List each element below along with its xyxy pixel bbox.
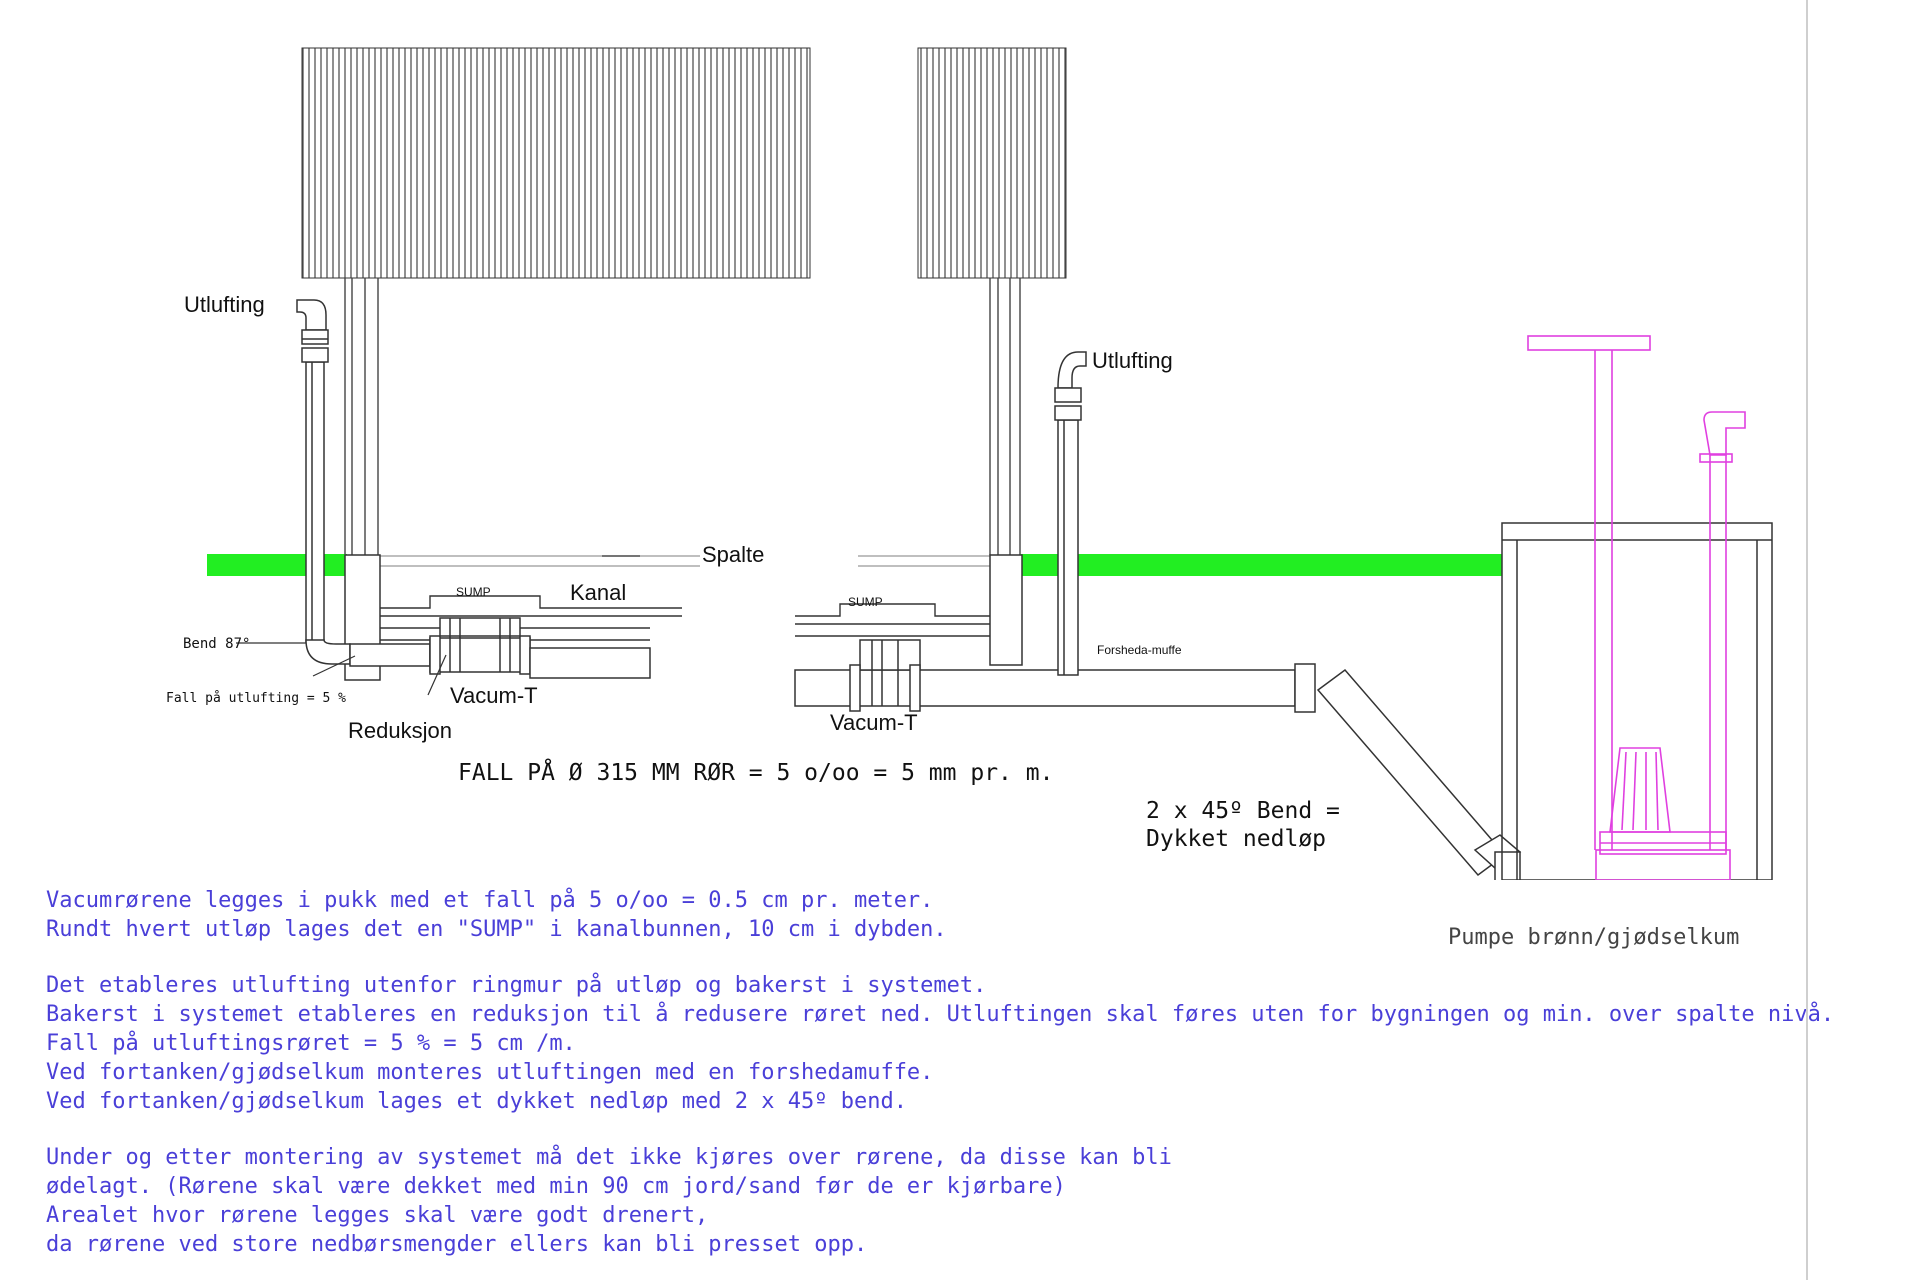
note-line: Vacumrørene legges i pukk med et fall på… <box>46 888 934 913</box>
label-bend87: Bend 87° <box>183 636 250 652</box>
slat-floor-left <box>378 555 700 567</box>
label-sump-right: SUMP <box>848 595 883 609</box>
hatched-wall-right <box>917 47 1067 279</box>
ground-level-right <box>1020 554 1502 576</box>
label-vacum-t-left: Vacum-T <box>450 683 538 708</box>
note-line: Rundt hvert utløp lages det en "SUMP" i … <box>46 917 947 942</box>
note-line: Arealet hvor rørene legges skal være god… <box>46 1203 709 1228</box>
label-bend-line2: Dykket nedløp <box>1146 826 1326 852</box>
diagram-drawing: Utlufting Utlufting Spalte Kanal SUMP SU… <box>166 47 1773 880</box>
label-vacum-t-right: Vacum-T <box>830 710 918 735</box>
ringwall-right <box>989 554 1023 666</box>
label-kanal: Kanal <box>570 580 626 605</box>
notes-paragraph-1: Vacumrørene legges i pukk med et fall på… <box>46 886 1806 944</box>
label-utlufting-right: Utlufting <box>1092 348 1173 373</box>
vent-pipe-left <box>296 299 351 665</box>
pipe-right <box>794 639 1316 713</box>
label-utlufting-left: Utlufting <box>184 292 265 317</box>
pipe-left <box>349 617 651 679</box>
note-line: Fall på utluftingsrøret = 5 % = 5 cm /m. <box>46 1031 576 1056</box>
vent-pipe-right <box>1054 351 1087 676</box>
note-line: ødelagt. (Rørene skal være dekket med mi… <box>46 1174 1066 1199</box>
note-line: Under og etter montering av systemet må … <box>46 1145 1172 1170</box>
pump-unit <box>1527 335 1746 880</box>
note-line: Bakerst i systemet etableres en reduksjo… <box>46 1002 1835 1027</box>
notes-paragraph-2: Det etableres utlufting utenfor ringmur … <box>46 971 1835 1116</box>
leader-lines <box>236 555 640 696</box>
label-spalte: Spalte <box>702 542 764 567</box>
wall-post-right <box>989 278 1021 555</box>
wall-post-left <box>344 278 379 555</box>
hatched-wall-left <box>301 47 811 279</box>
label-fall-utlufting: Fall på utlufting = 5 % <box>166 691 346 706</box>
label-bend-line1: 2 x 45º Bend = <box>1146 798 1340 824</box>
ground-level-left <box>207 554 347 576</box>
label-sump-left: SUMP <box>456 585 491 599</box>
channel-floor-right <box>795 603 990 637</box>
label-reduksjon: Reduksjon <box>348 718 452 743</box>
drop-pipe-diagonal <box>1316 668 1522 880</box>
channel-floor-left <box>380 595 682 641</box>
page-border-right <box>1806 0 1808 1280</box>
note-line: da rørene ved store nedbørsmengder eller… <box>46 1232 868 1257</box>
note-line: Ved fortanken/gjødselkum monteres utluft… <box>46 1060 934 1085</box>
notes-paragraph-3: Under og etter montering av systemet må … <box>46 1143 1806 1259</box>
note-line: Det etableres utlufting utenfor ringmur … <box>46 973 987 998</box>
pump-well <box>1501 522 1773 880</box>
label-forsheda: Forsheda-muffe <box>1097 643 1182 657</box>
notes-block: Vacumrørene legges i pukk med et fall på… <box>46 886 1835 1286</box>
label-fall-main: FALL PÅ Ø 315 MM RØR = 5 o/oo = 5 mm pr.… <box>458 758 1053 786</box>
slat-floor-right <box>858 555 990 567</box>
note-line: Ved fortanken/gjødselkum lages et dykket… <box>46 1089 907 1114</box>
